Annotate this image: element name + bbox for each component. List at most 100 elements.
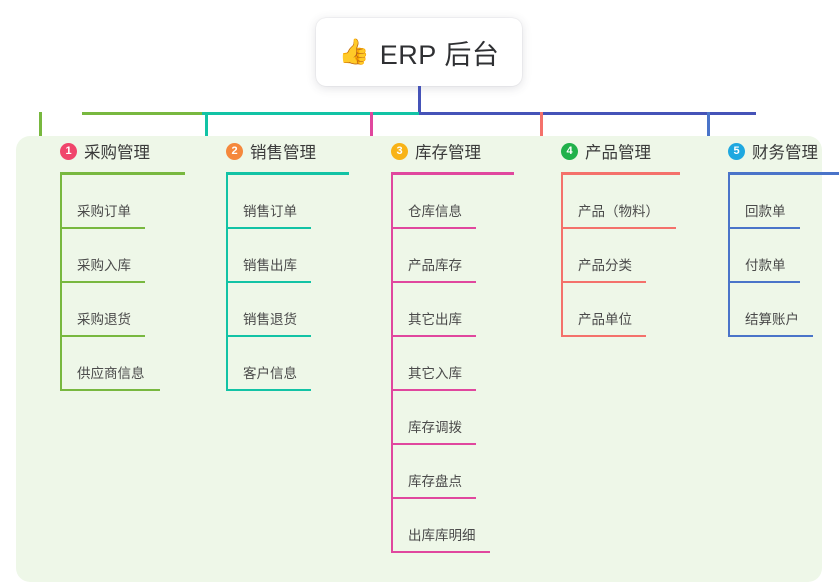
- leaf-item-label: 产品（物料）: [578, 204, 659, 219]
- leaf-item-underline: [391, 497, 476, 499]
- leaf-item-underline: [561, 335, 646, 337]
- column-title-1: 采购管理: [84, 144, 150, 162]
- leaf-item-label: 结算账户: [745, 312, 799, 327]
- column-badge-2: 2: [226, 142, 243, 160]
- leaf-item[interactable]: 回款单: [728, 175, 800, 229]
- leaf-item[interactable]: 产品分类: [561, 229, 646, 283]
- leaf-item-underline: [728, 281, 800, 283]
- leaf-item-label: 付款单: [745, 258, 786, 273]
- leaf-item-label: 库存盘点: [408, 474, 462, 489]
- column-underline-5: [728, 172, 839, 175]
- column-underline-4: [561, 172, 680, 175]
- mindmap-panel: 1 采购管理采购订单采购入库采购退货供应商信息 2 销售管理销售订单销售出库销售退货客…: [16, 136, 839, 582]
- column-header-4[interactable]: 4 产品管理: [539, 136, 680, 166]
- leaf-item-label: 产品单位: [578, 312, 632, 327]
- column-title-3: 库存管理: [415, 144, 481, 162]
- leaf-item-label: 回款单: [745, 204, 786, 219]
- leaf-item[interactable]: 采购入库: [60, 229, 145, 283]
- column-header-1[interactable]: 1 采购管理: [38, 136, 185, 166]
- leaf-item-underline: [391, 551, 490, 553]
- leaf-item-underline: [60, 335, 145, 337]
- leaf-item-label: 产品分类: [578, 258, 632, 273]
- leaf-item-label: 库存调拨: [408, 420, 462, 435]
- leaf-item[interactable]: 出库库明细: [391, 499, 490, 553]
- leaf-item-underline: [391, 389, 476, 391]
- leaf-item-underline: [728, 227, 800, 229]
- column-badge-3: 3: [391, 142, 408, 160]
- leaf-item-underline: [60, 281, 145, 283]
- leaf-item[interactable]: 库存调拨: [391, 391, 476, 445]
- leaf-item-underline: [226, 227, 311, 229]
- column-badge-4: 4: [561, 142, 578, 160]
- leaf-item-underline: [391, 443, 476, 445]
- leaf-item[interactable]: 付款单: [728, 229, 800, 283]
- leaf-item[interactable]: 产品库存: [391, 229, 476, 283]
- column-spine-3: [391, 175, 393, 553]
- leaf-item[interactable]: 客户信息: [226, 337, 311, 391]
- leaf-item-underline: [391, 227, 476, 229]
- thumbs-up-icon: 👍: [338, 37, 370, 66]
- leaf-item[interactable]: 库存盘点: [391, 445, 476, 499]
- leaf-item-underline: [728, 335, 813, 337]
- column-spine-5: [728, 175, 730, 337]
- column-badge-1: 1: [60, 142, 77, 160]
- column-badge-5: 5: [728, 142, 745, 160]
- leaf-item-label: 销售退货: [243, 312, 297, 327]
- leaf-item[interactable]: 采购退货: [60, 283, 145, 337]
- leaf-item-label: 客户信息: [243, 366, 297, 381]
- leaf-item[interactable]: 产品单位: [561, 283, 646, 337]
- leaf-item[interactable]: 仓库信息: [391, 175, 476, 229]
- leaf-item-underline: [226, 281, 311, 283]
- root-node-title: ERP 后台: [379, 39, 500, 70]
- leaf-item[interactable]: 销售退货: [226, 283, 311, 337]
- leaf-item[interactable]: 采购订单: [60, 175, 145, 229]
- leaf-item[interactable]: 结算账户: [728, 283, 813, 337]
- column-header-2[interactable]: 2 销售管理: [204, 136, 349, 166]
- column-spine-2: [226, 175, 228, 391]
- column-title-4: 产品管理: [585, 144, 651, 162]
- leaf-item-underline: [561, 281, 646, 283]
- column-underline-2: [226, 172, 349, 175]
- leaf-item-underline: [60, 389, 160, 391]
- column-1: 1 采购管理采购订单采购入库采购退货供应商信息: [38, 136, 185, 391]
- column-spine-1: [60, 175, 62, 391]
- leaf-item-label: 产品库存: [408, 258, 462, 273]
- leaf-item-underline: [226, 335, 311, 337]
- leaf-item[interactable]: 其它出库: [391, 283, 476, 337]
- bus-segment-blue: [419, 112, 756, 115]
- leaf-item-label: 销售订单: [243, 204, 297, 219]
- column-2: 2 销售管理销售订单销售出库销售退货客户信息: [204, 136, 349, 391]
- leaf-item-label: 仓库信息: [408, 204, 462, 219]
- leaf-item-underline: [226, 389, 311, 391]
- leaf-item-label: 其它出库: [408, 312, 462, 327]
- leaf-item-underline: [60, 227, 145, 229]
- column-underline-3: [391, 172, 514, 175]
- column-title-2: 销售管理: [250, 144, 316, 162]
- leaf-item[interactable]: 其它入库: [391, 337, 476, 391]
- leaf-item-label: 其它入库: [408, 366, 462, 381]
- bus-segment-green: [82, 112, 202, 115]
- column-5: 5 财务管理回款单付款单结算账户: [706, 136, 839, 337]
- bus-segment-teal: [202, 112, 419, 115]
- leaf-item-underline: [391, 335, 476, 337]
- leaf-item-label: 采购退货: [77, 312, 131, 327]
- leaf-item-underline: [561, 227, 676, 229]
- column-3: 3 库存管理仓库信息产品库存其它出库其它入库库存调拨库存盘点出库库明细: [369, 136, 514, 553]
- leaf-item[interactable]: 销售订单: [226, 175, 311, 229]
- column-4: 4 产品管理产品（物料） 产品分类产品单位: [539, 136, 680, 337]
- leaf-item[interactable]: 供应商信息: [60, 337, 160, 391]
- column-header-5[interactable]: 5 财务管理: [706, 136, 839, 166]
- leaf-item-label: 销售出库: [243, 258, 297, 273]
- column-spine-4: [561, 175, 563, 337]
- leaf-item-label: 供应商信息: [77, 366, 145, 381]
- leaf-item-label: 采购订单: [77, 204, 131, 219]
- leaf-item-underline: [391, 281, 476, 283]
- root-node-card[interactable]: 👍 ERP 后台: [316, 18, 522, 86]
- column-header-3[interactable]: 3 库存管理: [369, 136, 514, 166]
- leaf-item[interactable]: 销售出库: [226, 229, 311, 283]
- column-title-5: 财务管理: [752, 144, 818, 162]
- leaf-item[interactable]: 产品（物料）: [561, 175, 676, 229]
- leaf-item-label: 出库库明细: [408, 528, 476, 543]
- column-underline-1: [60, 172, 185, 175]
- root-stem-connector: [418, 86, 421, 115]
